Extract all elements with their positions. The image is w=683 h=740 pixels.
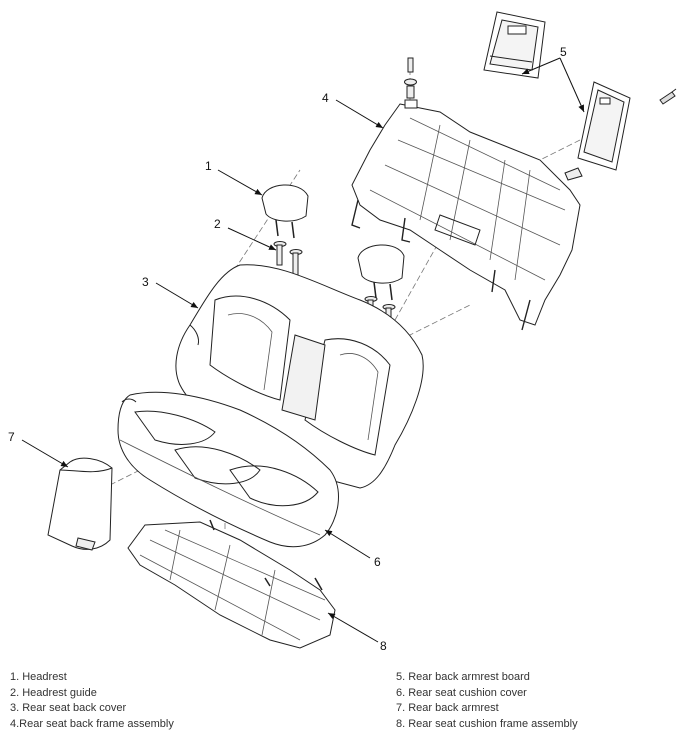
- exploded-seat-diagram: 1 2 3 4 5 6 7 8: [8, 11, 677, 653]
- screw-icon: [659, 88, 677, 105]
- callout-1: 1: [205, 159, 212, 173]
- rear-back-armrest-board-upper: [483, 11, 546, 79]
- rear-seat-cushion-cover: [117, 391, 339, 548]
- legend-item: 6. Rear seat cushion cover: [396, 686, 527, 699]
- callout-2: 2: [214, 217, 221, 231]
- legend-right: 5. Rear back armrest board 6. Rear seat …: [396, 670, 578, 732]
- legend-item: 3. Rear seat back cover: [10, 702, 127, 714]
- callout-3: 3: [142, 275, 149, 289]
- rear-seat-cushion-frame-assembly: [127, 519, 336, 649]
- legend-item: 7. Rear back armrest: [396, 702, 499, 714]
- headrest-right: [357, 244, 405, 301]
- legend-item: 1. Headrest: [10, 671, 67, 683]
- callout-7: 7: [8, 430, 15, 444]
- rear-back-armrest: [47, 457, 113, 551]
- headrest-left: [261, 184, 309, 239]
- callout-8: 8: [380, 639, 387, 653]
- legend-item: 5. Rear back armrest board: [396, 671, 530, 683]
- rear-back-armrest-board-lower: [577, 81, 631, 171]
- legend-left: 1. Headrest 2. Headrest guide 3. Rear se…: [10, 670, 174, 732]
- callout-6: 6: [374, 555, 381, 569]
- rear-seat-back-frame-assembly: [351, 99, 581, 331]
- bolt-icon: [404, 57, 417, 99]
- legend-item: 4.Rear seat back frame assembly: [10, 717, 174, 730]
- clip-icon: [564, 167, 583, 181]
- callout-5: 5: [560, 45, 567, 59]
- callout-4: 4: [322, 91, 329, 105]
- legend-item: 2. Headrest guide: [10, 686, 97, 699]
- legend-item: 8. Rear seat cushion frame assembly: [396, 717, 578, 730]
- callout-leaders: [21, 57, 585, 643]
